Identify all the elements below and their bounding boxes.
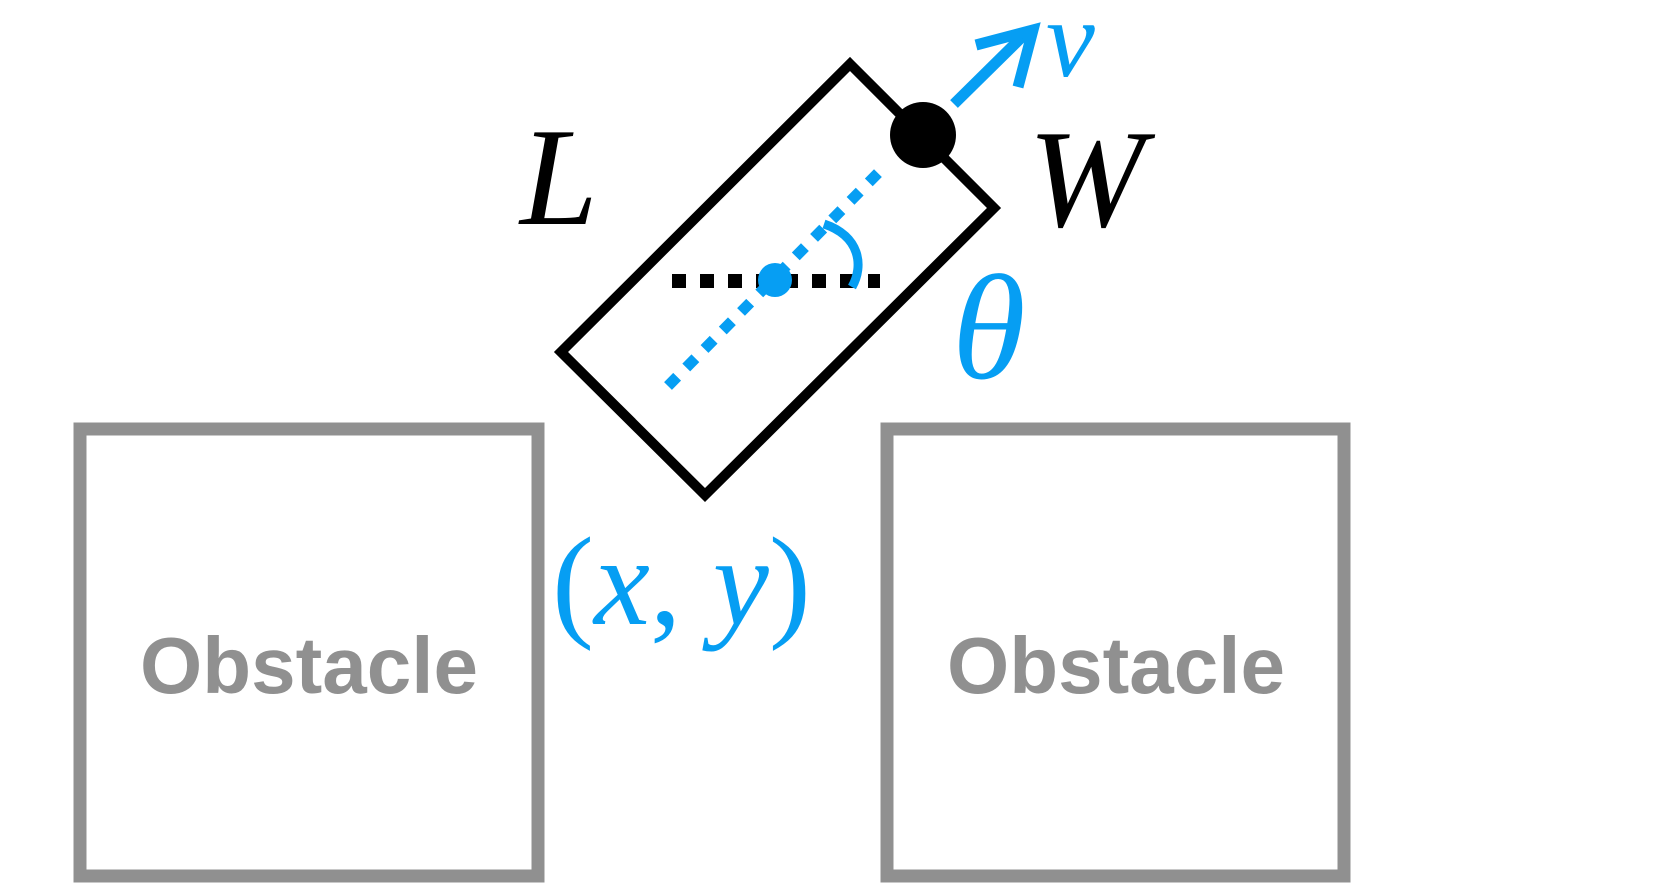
obstacle-left-box bbox=[73, 422, 545, 883]
velocity-label: v bbox=[1046, 0, 1095, 100]
velocity-arrow-head bbox=[974, 22, 1041, 89]
obstacle-left: Obstacle bbox=[73, 422, 545, 883]
velocity-arrow-shaft bbox=[950, 27, 1032, 108]
length-label: L bbox=[518, 100, 598, 255]
obstacle-right-box bbox=[880, 422, 1351, 883]
center-point bbox=[758, 263, 792, 297]
heading-angle-label: θ bbox=[952, 245, 1026, 411]
position-separator: , bbox=[650, 513, 713, 652]
velocity-arrow bbox=[950, 22, 1041, 108]
obstacle-left-label: Obstacle bbox=[140, 621, 478, 710]
front-point bbox=[890, 102, 956, 168]
position-label: (x, y) bbox=[552, 513, 811, 652]
width-label: W bbox=[1028, 102, 1156, 257]
obstacle-right: Obstacle bbox=[880, 422, 1351, 883]
heading-angle-arc bbox=[822, 219, 863, 290]
position-y: y bbox=[702, 513, 769, 652]
obstacle-right-label: Obstacle bbox=[947, 621, 1285, 710]
position-x: x bbox=[592, 513, 650, 652]
position-close-paren: ) bbox=[769, 513, 811, 652]
vehicle-body bbox=[553, 56, 1002, 503]
position-open-paren: ( bbox=[552, 513, 594, 652]
